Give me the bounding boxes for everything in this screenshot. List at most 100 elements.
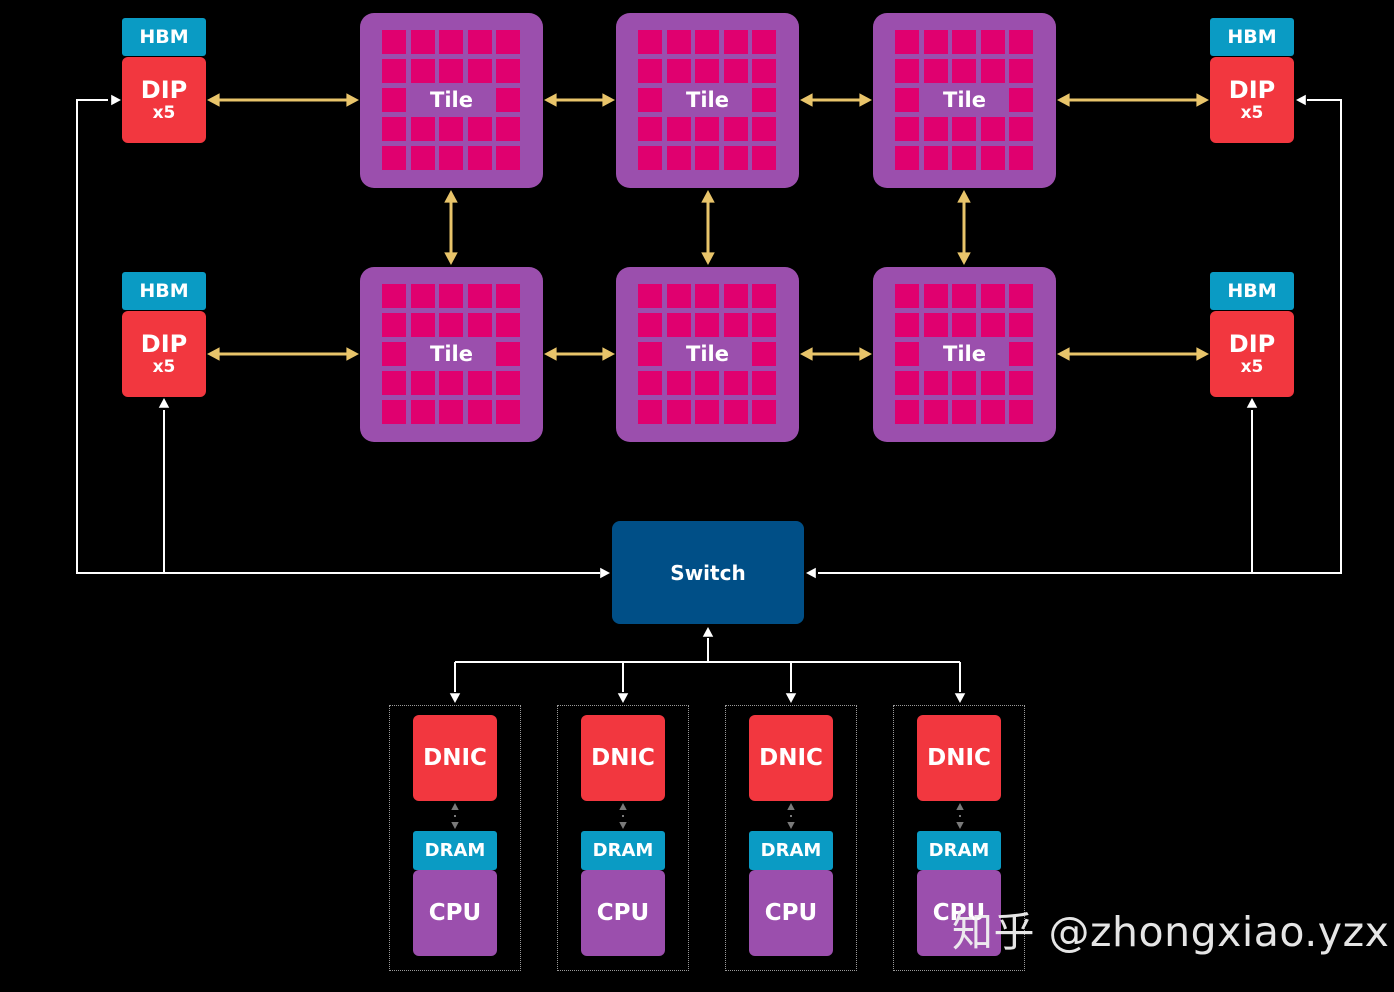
tile-cell	[638, 342, 662, 366]
arrowhead	[954, 693, 966, 703]
tile-cell	[952, 146, 976, 170]
tile-cell	[752, 30, 776, 54]
arrowhead	[1296, 94, 1306, 106]
tile-cell	[666, 30, 691, 54]
tile-cell	[666, 146, 691, 170]
tile-cell	[752, 371, 776, 395]
tile-cell	[467, 30, 492, 54]
tile-cell	[980, 400, 1005, 424]
tile-cell	[752, 400, 776, 424]
tile-r2-c1: Tile	[360, 267, 543, 442]
tile-cell	[1009, 30, 1033, 54]
arrowhead	[451, 803, 459, 810]
cpu-3: CPU	[749, 870, 833, 956]
host-node-3	[725, 705, 857, 971]
tile-cell	[410, 400, 435, 424]
tile-r1-c2: Tile	[616, 13, 799, 188]
tile-cell	[723, 146, 748, 170]
network-link	[818, 99, 1342, 574]
tile-cell	[382, 146, 406, 170]
dram-4: DRAM	[917, 831, 1001, 870]
tile-cell	[923, 284, 948, 308]
arrowhead	[619, 822, 627, 829]
tile-cell	[638, 30, 662, 54]
tile-cell	[695, 117, 719, 141]
arrowhead	[787, 822, 795, 829]
arrowhead	[859, 347, 872, 361]
dip-label: DIP	[140, 330, 188, 358]
arrowhead	[957, 252, 971, 265]
tile-label: Tile	[943, 88, 986, 112]
tile-cell	[382, 342, 406, 366]
tile-cell	[952, 30, 976, 54]
arrowhead	[1196, 93, 1209, 107]
tile-label: Tile	[430, 88, 473, 112]
tile-cell	[980, 30, 1005, 54]
arrowhead	[619, 803, 627, 810]
tile-cell	[695, 371, 719, 395]
tile-r1-c1: Tile	[360, 13, 543, 188]
tile-cell	[923, 30, 948, 54]
tile-cell	[666, 59, 691, 83]
dip-label: DIP	[1228, 330, 1276, 358]
tile-cell	[723, 313, 748, 337]
tile-cell	[439, 400, 463, 424]
hbm-top-left: HBM	[122, 18, 206, 56]
tile-cell	[895, 117, 919, 141]
arrowhead	[701, 190, 715, 203]
dip-label: DIP	[1228, 76, 1276, 104]
dip-bottom-right: DIP x5	[1210, 311, 1294, 397]
switch-box: Switch	[612, 521, 804, 624]
tile-cell	[496, 400, 520, 424]
tile-cell	[895, 30, 919, 54]
tile-cell	[638, 59, 662, 83]
dip-bottom-left: DIP x5	[122, 311, 206, 397]
tile-cell	[980, 146, 1005, 170]
tile-cell	[439, 30, 463, 54]
dnic-4: DNIC	[917, 715, 1001, 801]
tile-cell	[496, 313, 520, 337]
tile-cell	[382, 371, 406, 395]
tile-cell	[1009, 117, 1033, 141]
tile-cell	[752, 342, 776, 366]
tile-cell	[467, 371, 492, 395]
tile-cell	[496, 284, 520, 308]
tile-cell	[382, 313, 406, 337]
arrowhead	[785, 693, 797, 703]
tile-cell	[467, 400, 492, 424]
tile-cell	[467, 146, 492, 170]
tile-cell	[895, 342, 919, 366]
tile-cell	[980, 117, 1005, 141]
tile-cell	[923, 371, 948, 395]
tile-cell	[923, 117, 948, 141]
tile-cell	[666, 313, 691, 337]
arrowhead	[544, 93, 557, 107]
tile-cell	[695, 30, 719, 54]
tile-label: Tile	[943, 342, 986, 366]
tile-cell	[382, 284, 406, 308]
arrowhead	[444, 252, 458, 265]
tile-cell	[723, 371, 748, 395]
hbm-top-right: HBM	[1210, 18, 1294, 56]
tile-cell	[638, 146, 662, 170]
tile-cell	[895, 313, 919, 337]
tile-cell	[895, 146, 919, 170]
dip-top-right: DIP x5	[1210, 57, 1294, 143]
arrowhead	[1057, 93, 1070, 107]
tile-cell	[752, 59, 776, 83]
tile-cell	[638, 371, 662, 395]
tile-cell	[382, 400, 406, 424]
tile-cell	[723, 30, 748, 54]
dip-multiplier: x5	[1240, 103, 1264, 123]
tile-cell	[895, 400, 919, 424]
dnic-2: DNIC	[581, 715, 665, 801]
tile-cell	[439, 146, 463, 170]
arrowhead	[544, 347, 557, 361]
tile-cell	[410, 146, 435, 170]
dnic-3: DNIC	[749, 715, 833, 801]
tile-cell	[1009, 400, 1033, 424]
tile-cell	[638, 400, 662, 424]
dip-multiplier: x5	[152, 357, 176, 377]
tile-label: Tile	[686, 342, 729, 366]
